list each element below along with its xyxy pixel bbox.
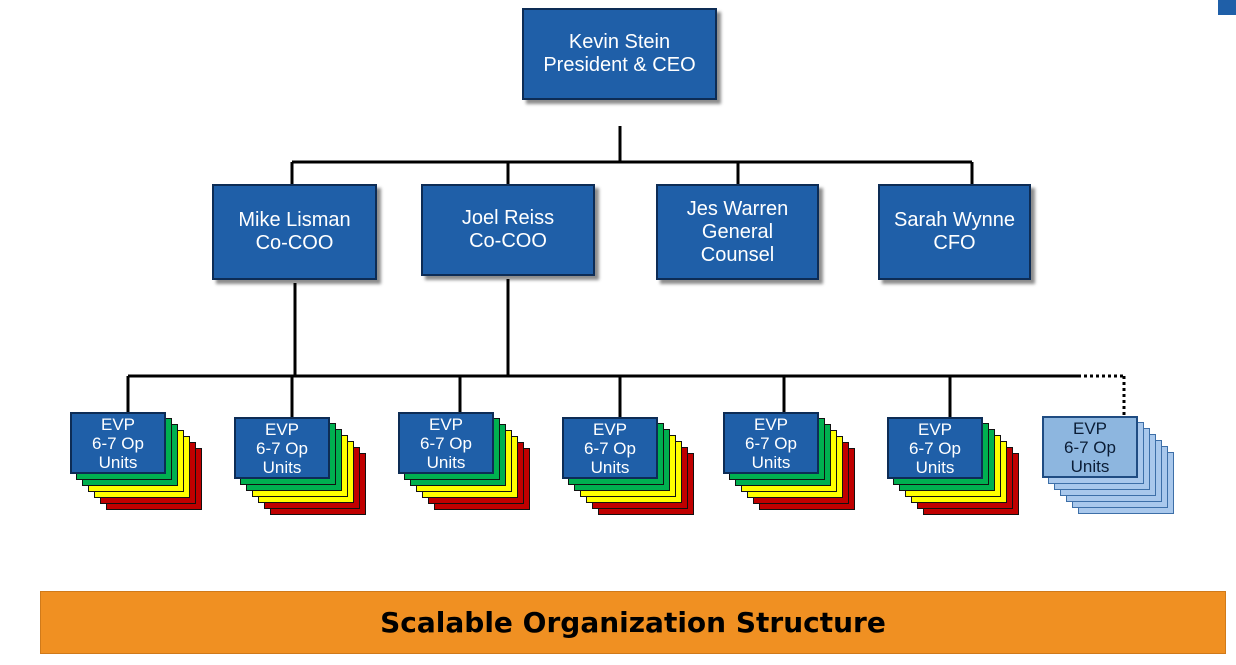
exec-name: Sarah Wynne (894, 209, 1015, 231)
banner-title: Scalable Organization Structure (380, 606, 886, 639)
evp-line3: Units (426, 452, 466, 472)
evp-stack: EVP 6-7 Op Units (398, 412, 530, 518)
evp-line2: 6-7 Op (92, 433, 144, 453)
evp-line1: EVP (1072, 418, 1108, 438)
exec-title: General (701, 220, 774, 243)
evp-stack: EVP 6-7 Op Units (887, 417, 1019, 523)
evp-box: EVP 6-7 Op Units (562, 417, 658, 479)
exec-box-wynne: Sarah Wynne CFO (878, 184, 1031, 280)
evp-box: EVP 6-7 Op Units (70, 412, 166, 474)
evp-line3: Units (1070, 456, 1110, 476)
exec-name: Jes Warren (686, 197, 789, 220)
exec-box-warren: Jes Warren General Counsel (656, 184, 819, 280)
evp-stack-future: EVP 6-7 Op Units (1042, 416, 1174, 522)
exec-name: Mike Lisman (238, 209, 351, 231)
ceo-title: President & CEO (543, 54, 696, 76)
evp-line2: 6-7 Op (1064, 437, 1116, 457)
evp-box: EVP 6-7 Op Units (234, 417, 330, 479)
exec-box-reiss: Joel Reiss Co-COO (421, 184, 595, 276)
evp-line1: EVP (592, 419, 628, 439)
evp-box-future: EVP 6-7 Op Units (1042, 416, 1138, 478)
exec-title: Co-COO (255, 232, 334, 254)
evp-stack: EVP 6-7 Op Units (234, 417, 366, 523)
ceo-box: Kevin Stein President & CEO (522, 8, 717, 100)
exec-title: CFO (933, 232, 976, 254)
evp-line3: Units (915, 457, 955, 477)
evp-line1: EVP (753, 414, 789, 434)
exec-name: Joel Reiss (461, 207, 555, 229)
evp-line3: Units (98, 452, 138, 472)
evp-line2: 6-7 Op (420, 433, 472, 453)
evp-line3: Units (590, 457, 630, 477)
evp-line2: 6-7 Op (745, 433, 797, 453)
evp-box: EVP 6-7 Op Units (887, 417, 983, 479)
exec-title-line2: Counsel (700, 243, 775, 266)
title-banner: Scalable Organization Structure (40, 591, 1226, 654)
corner-mark (1218, 0, 1236, 15)
ceo-name: Kevin Stein (568, 31, 671, 53)
evp-line2: 6-7 Op (256, 438, 308, 458)
evp-line1: EVP (264, 419, 300, 439)
evp-line1: EVP (428, 414, 464, 434)
exec-box-lisman: Mike Lisman Co-COO (212, 184, 377, 280)
evp-stack: EVP 6-7 Op Units (70, 412, 202, 518)
evp-line2: 6-7 Op (584, 438, 636, 458)
evp-box: EVP 6-7 Op Units (398, 412, 494, 474)
evp-line2: 6-7 Op (909, 438, 961, 458)
exec-title: Co-COO (469, 230, 547, 252)
evp-line1: EVP (100, 414, 136, 434)
evp-stack: EVP 6-7 Op Units (562, 417, 694, 523)
evp-line3: Units (262, 457, 302, 477)
evp-box: EVP 6-7 Op Units (723, 412, 819, 474)
evp-line1: EVP (917, 419, 953, 439)
evp-stack: EVP 6-7 Op Units (723, 412, 855, 518)
evp-line3: Units (751, 452, 791, 472)
